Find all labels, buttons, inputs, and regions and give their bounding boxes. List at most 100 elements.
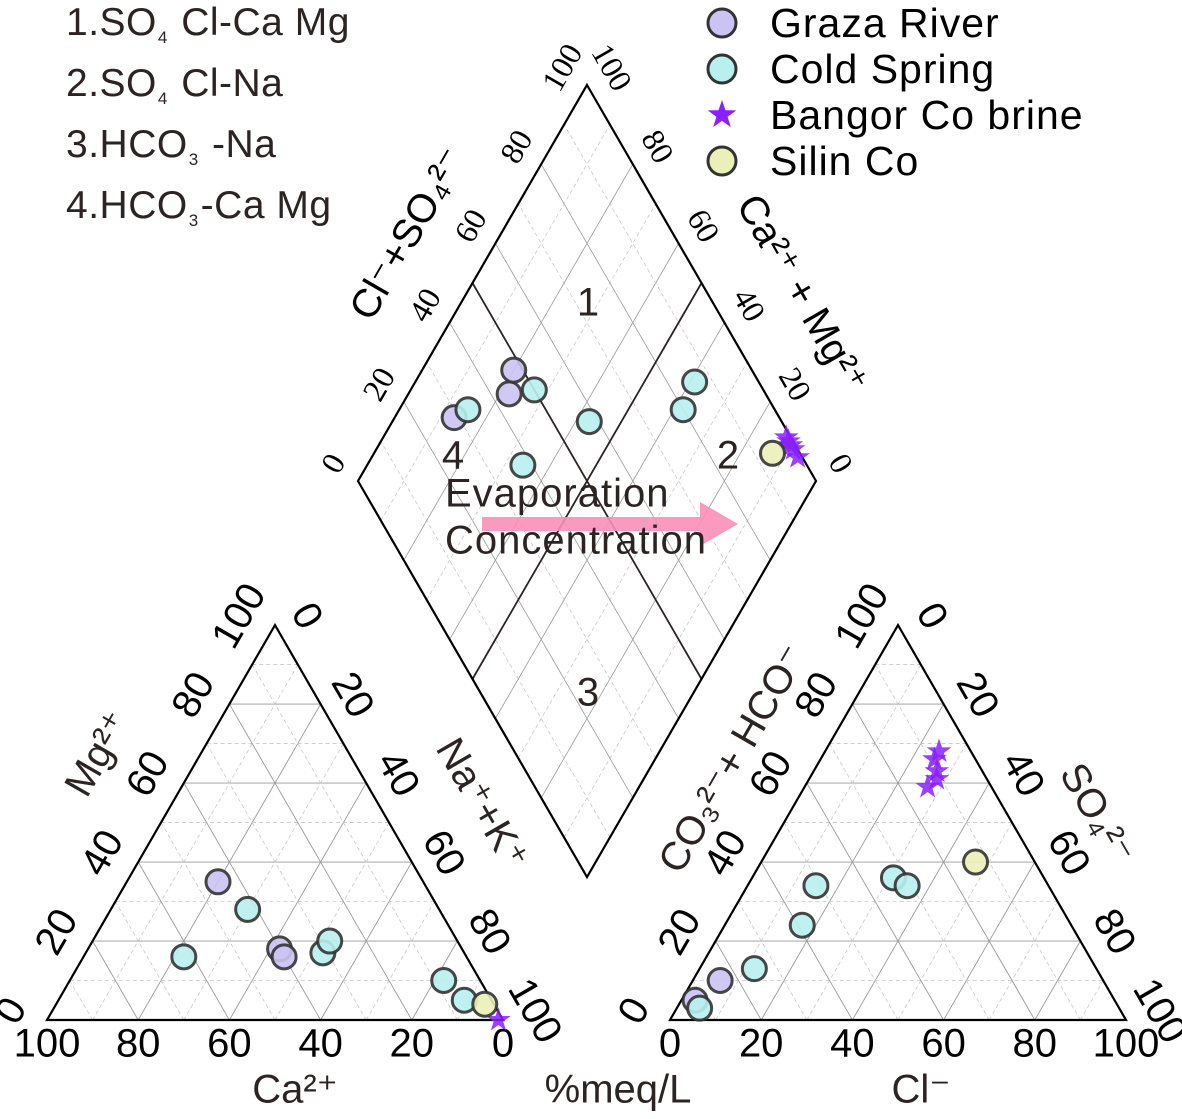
- diamond-grid: [563, 441, 794, 838]
- circle-marker-icon: [700, 138, 760, 184]
- circle-marker-icon: [700, 0, 760, 46]
- diamond-left-tick: 0: [313, 447, 352, 479]
- diamond-grid: [563, 124, 794, 521]
- cation-bottom-tick: 20: [390, 1022, 435, 1066]
- anion-triangle-r-grid: [738, 901, 808, 1021]
- circle-marker: [316, 927, 344, 955]
- star-marker: [915, 774, 940, 798]
- diamond-left-tick: 80: [492, 124, 539, 170]
- cation-bottom-tick: 40: [298, 1022, 343, 1066]
- anion-left-tick: 0: [609, 990, 658, 1031]
- diamond-left-tick: 20: [355, 361, 402, 407]
- diamond-right-tick: 40: [726, 282, 773, 328]
- circle-marker: [669, 396, 697, 424]
- anion-bottom-tick: 100: [1093, 1022, 1160, 1066]
- anion-triangle-l-grid: [806, 743, 967, 1021]
- cation-triangle-r-grid: [160, 822, 276, 1021]
- circle-marker: [740, 955, 768, 983]
- cation-bottom-tick: 60: [207, 1022, 252, 1066]
- annotation-concentration: Concentration: [445, 519, 707, 563]
- circle-marker: [509, 451, 537, 479]
- cation-right-tick: 60: [414, 823, 474, 884]
- cation-left-tick: 20: [26, 902, 86, 963]
- cation-triangle-r-grid: [229, 703, 413, 1021]
- cation-right-tick: 40: [368, 744, 428, 805]
- anion-bottom-tick: 40: [830, 1022, 875, 1066]
- anion-triangle-r-grid: [715, 940, 762, 1021]
- cation-triangle-l-grid: [92, 664, 299, 1021]
- diamond-right-tick: 60: [680, 203, 727, 249]
- cation-triangle-r-grid: [137, 861, 230, 1021]
- cation-triangle-r-grid: [69, 980, 93, 1021]
- star-marker: [922, 746, 947, 770]
- cation-triangle-r-grid: [251, 664, 458, 1021]
- zone-boundary: [471, 282, 703, 680]
- anion-triangle-r-grid: [874, 664, 1081, 1021]
- cation-bottom-axis-title: Ca²⁺: [252, 1068, 338, 1112]
- cation-triangle-l-grid: [365, 901, 435, 1021]
- circle-marker: [454, 396, 482, 424]
- anion-right-tick: 80: [1084, 902, 1144, 963]
- circle-marker: [575, 408, 603, 436]
- anion-triangle-l-grid: [988, 901, 1058, 1021]
- series-legend: Graza River Cold Spring Bangor Co brine …: [700, 0, 1084, 184]
- type-4: 4.HCO3-Ca Mg: [66, 184, 332, 230]
- star-marker: [773, 424, 799, 448]
- anion-triangle-frame: [668, 622, 1128, 1022]
- cation-triangle-l-grid: [274, 822, 390, 1021]
- zone-label-2: 2: [717, 434, 739, 478]
- circle-marker: [706, 967, 734, 995]
- anion-triangle-l-grid: [897, 822, 1013, 1021]
- circle-marker: [500, 356, 528, 384]
- circle-marker: [758, 439, 786, 467]
- circle-marker: [788, 911, 816, 939]
- diamond-grid: [426, 203, 657, 601]
- diamond-grid: [380, 124, 611, 521]
- legend-item-silin-co: Silin Co: [700, 138, 1084, 184]
- anion-right-tick: 20: [948, 665, 1008, 726]
- star-marker-icon: [700, 92, 760, 138]
- zone-label-1: 1: [577, 281, 599, 325]
- cation-bottom-tick: 80: [116, 1022, 161, 1066]
- zone-label-3: 3: [577, 671, 599, 715]
- anion-triangle-r-grid: [783, 822, 899, 1021]
- zone-label-4: 4: [442, 434, 464, 478]
- anion-triangle-r-grid: [806, 782, 944, 1021]
- type-3: 3.HCO3 -Na: [66, 123, 277, 169]
- anion-triangle-r-grid: [852, 703, 1036, 1021]
- circle-marker: [170, 943, 198, 971]
- diamond-frame: [356, 82, 818, 880]
- anion-triangle-r-grid: [829, 743, 990, 1021]
- anion-bottom-tick: 0: [659, 1022, 681, 1066]
- diamond-right-tick: 0: [822, 447, 861, 479]
- circle-marker: [962, 848, 990, 876]
- cation-right-tick: 80: [459, 902, 519, 963]
- star-marker: [486, 1007, 511, 1031]
- cation-triangle-r-grid: [115, 901, 185, 1021]
- diamond-grid: [517, 203, 748, 601]
- diamond-left-tick: 40: [401, 282, 448, 328]
- diamond-grid: [380, 441, 611, 838]
- anion-bottom-tick: 60: [921, 1022, 966, 1066]
- circle-marker: [802, 872, 830, 900]
- hydrochemical-types-legend: 1.SO4 Cl-Ca Mg 2.SO4 Cl-Na 3.HCO3 -Na 4.…: [66, 0, 350, 244]
- star-marker: [924, 766, 950, 790]
- cation-triangle-frame: [45, 622, 505, 1022]
- circle-marker: [204, 868, 232, 896]
- cation-left-tick: 80: [163, 665, 223, 726]
- diamond-grid: [517, 361, 748, 759]
- data-points: [170, 356, 990, 1031]
- plot-frames: [45, 82, 1128, 1022]
- cation-bottom-tick: 0: [492, 1022, 514, 1066]
- type-2: 2.SO4 Cl-Na: [66, 62, 284, 108]
- circle-marker: [681, 368, 709, 396]
- anion-bottom-axis-title: Cl⁻: [892, 1068, 951, 1112]
- diamond-right-tick: 100: [585, 37, 640, 97]
- annotation-evaporation: Evaporation: [445, 472, 669, 516]
- diamond-right-tick: 80: [634, 124, 681, 170]
- legend-item-cold-spring: Cold Spring: [700, 46, 1084, 92]
- circle-marker: [430, 967, 458, 995]
- circle-marker: [520, 376, 548, 404]
